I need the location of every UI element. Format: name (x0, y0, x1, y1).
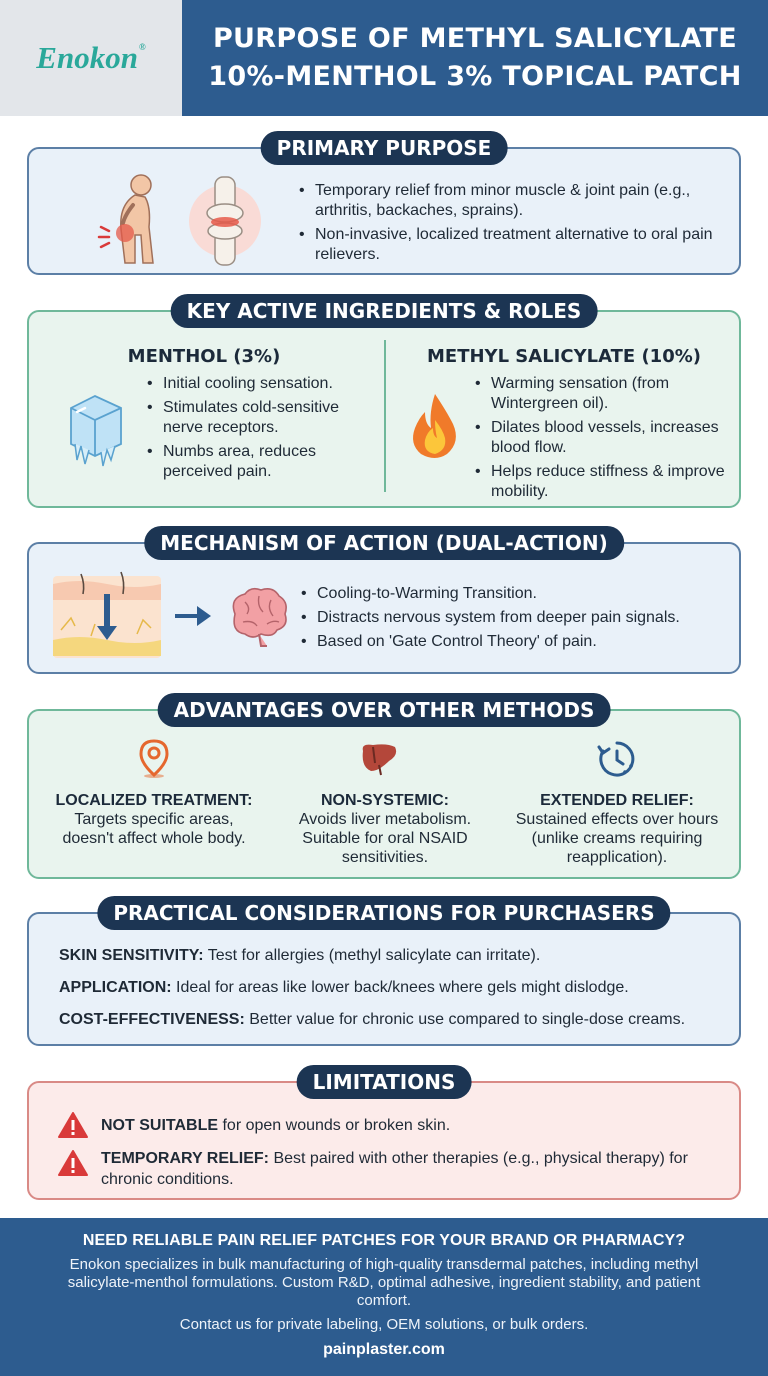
advantage-text: Avoids liver metabolism. Suitable for or… (298, 811, 472, 866)
list-item: Helps reduce stiffness & improve mobilit… (475, 462, 725, 502)
brain-icon (232, 587, 287, 647)
footer-headline: NEED RELIABLE PAIN RELIEF PATCHES FOR YO… (82, 1232, 686, 1249)
footer-cta: NEED RELIABLE PAIN RELIEF PATCHES FOR YO… (0, 1218, 768, 1376)
practical-considerations-panel: PRACTICAL CONSIDERATIONS FOR PURCHASERS … (27, 896, 741, 1046)
advantage-text: Sustained effects over hours (unlike cre… (515, 811, 719, 866)
consideration-cost: COST-EFFECTIVENESS: Better value for chr… (59, 1011, 686, 1028)
warning-icon (58, 1150, 88, 1176)
methyl-salicylate-title: METHYL SALICYLATE (10%) (426, 346, 701, 367)
footer-contact: Contact us for private labeling, OEM sol… (179, 1316, 589, 1333)
advantages-panel: ADVANTAGES OVER OTHER METHODS LOCALIZED … (27, 693, 741, 879)
limitation-item: NOT SUITABLE for open wounds or broken s… (57, 1111, 701, 1139)
list-item: Distracts nervous system from deeper pai… (301, 608, 731, 628)
list-item: Non-invasive, localized treatment altern… (299, 225, 719, 265)
list-item: Temporary relief from minor muscle & joi… (299, 181, 719, 221)
advantage-non-systemic: NON-SYSTEMIC: Avoids liver metabolism. S… (275, 791, 495, 867)
back-pain-figure-icon (97, 174, 154, 264)
section-heading: PRACTICAL CONSIDERATIONS FOR PURCHASERS (97, 896, 671, 930)
knee-joint-icon (189, 176, 261, 266)
location-pin-icon (139, 739, 169, 778)
primary-purpose-list-wrap: Temporary relief from minor muscle & joi… (299, 181, 719, 269)
limitation-text: TEMPORARY RELIEF: Best paired with other… (101, 1150, 688, 1188)
advantage-title: EXTENDED RELIEF: (540, 792, 694, 809)
consideration-application: APPLICATION: Ideal for areas like lower … (59, 979, 629, 996)
clock-icon (597, 741, 635, 777)
list-item: Based on 'Gate Control Theory' of pain. (301, 632, 731, 652)
website-link[interactable]: painplaster.com (323, 1341, 445, 1358)
advantage-extended-relief: EXTENDED RELIEF: Sustained effects over … (507, 791, 727, 867)
section-heading: MECHANISM OF ACTION (DUAL-ACTION) (144, 526, 624, 560)
limitation-item: TEMPORARY RELIEF: Best paired with other… (57, 1149, 721, 1190)
liver-icon (362, 744, 397, 776)
mechanism-panel: MECHANISM OF ACTION (DUAL-ACTION) Coolin… (27, 526, 741, 674)
advantage-localized: LOCALIZED TREATMENT: Targets specific ar… (39, 791, 269, 848)
list-item: Warming sensation (from Wintergreen oil)… (475, 374, 725, 414)
methyl-list: Warming sensation (from Wintergreen oil)… (475, 374, 725, 502)
page-title-line-1: PURPOSE OF METHYL SALICYLATE (212, 23, 738, 54)
warning-icon (58, 1112, 88, 1138)
brand-logo: Enokon® (36, 40, 146, 75)
list-item: Stimulates cold-sensitive nerve receptor… (147, 398, 379, 438)
menthol-list-wrap: Initial cooling sensation. Stimulates co… (147, 374, 379, 486)
menthol-list: Initial cooling sensation. Stimulates co… (147, 374, 379, 482)
primary-purpose-list: Temporary relief from minor muscle & joi… (299, 181, 719, 265)
logo-area: Enokon® (0, 0, 182, 116)
skin-layers-icon (53, 571, 161, 658)
ice-cube-icon (70, 395, 122, 467)
header: Enokon® PURPOSE OF METHYL SALICYLATE 10%… (0, 0, 768, 116)
page-title-line-2: 10%-MENTHOL 3% TOPICAL PATCH (208, 61, 742, 92)
section-heading: PRIMARY PURPOSE (260, 131, 508, 165)
section-heading: ADVANTAGES OVER OTHER METHODS (157, 693, 611, 727)
methyl-list-wrap: Warming sensation (from Wintergreen oil)… (475, 374, 725, 506)
primary-purpose-panel: PRIMARY PURPOSE Temporary relief from mi… (27, 131, 741, 275)
flame-icon (413, 394, 456, 458)
menthol-title: MENTHOL (3%) (127, 346, 281, 367)
arrow-right-icon (175, 606, 211, 626)
column-divider (384, 340, 386, 492)
title-banner: PURPOSE OF METHYL SALICYLATE 10%-MENTHOL… (182, 0, 768, 116)
section-heading: LIMITATIONS (296, 1065, 472, 1099)
mechanism-list-wrap: Cooling-to-Warming Transition. Distracts… (301, 584, 731, 656)
advantage-text: Targets specific areas, doesn't affect w… (62, 811, 246, 847)
limitations-panel: LIMITATIONS NOT SUITABLE for open wounds… (27, 1065, 741, 1200)
consideration-skin: SKIN SENSITIVITY: Test for allergies (me… (59, 947, 541, 964)
advantage-title: LOCALIZED TREATMENT: (55, 792, 253, 809)
list-item: Numbs area, reduces perceived pain. (147, 442, 379, 482)
limitation-text: NOT SUITABLE for open wounds or broken s… (101, 1117, 451, 1134)
list-item: Dilates blood vessels, increases blood f… (475, 418, 725, 458)
footer-body: Enokon specializes in bulk manufacturing… (67, 1256, 701, 1309)
list-item: Initial cooling sensation. (147, 374, 379, 394)
ingredients-panel: KEY ACTIVE INGREDIENTS & ROLES MENTHOL (… (27, 294, 741, 508)
mechanism-list: Cooling-to-Warming Transition. Distracts… (301, 584, 731, 652)
advantage-title: NON-SYSTEMIC: (321, 792, 449, 809)
list-item: Cooling-to-Warming Transition. (301, 584, 731, 604)
section-heading: KEY ACTIVE INGREDIENTS & ROLES (170, 294, 598, 328)
